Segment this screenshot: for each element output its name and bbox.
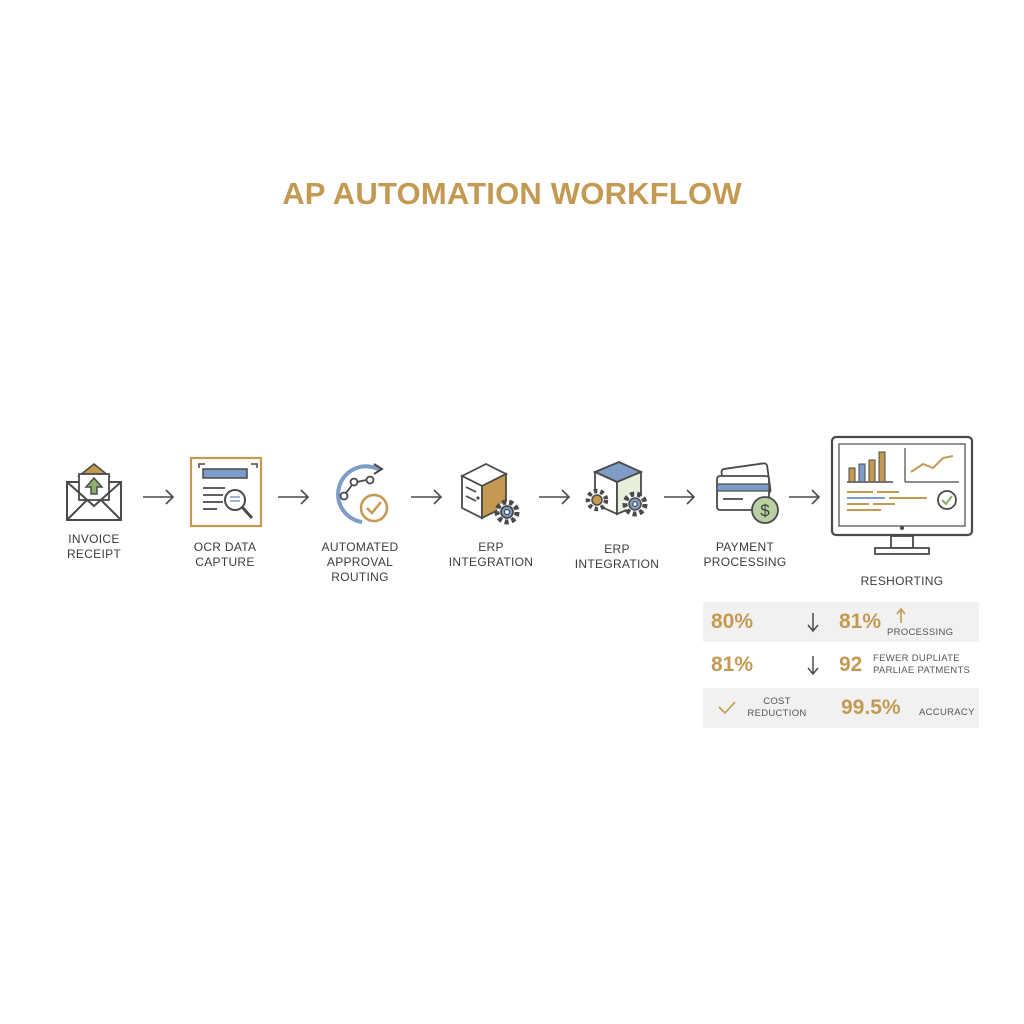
flow-arrow-icon: [143, 489, 175, 505]
cube-gears-icon: [585, 461, 648, 517]
step-label-line: ROUTING: [331, 570, 389, 584]
metric-row: 80% 81% PROCESSING: [703, 602, 979, 642]
step-label-line: PROCESSING: [703, 555, 787, 569]
step-label-line: PAYMENT: [715, 540, 775, 554]
arrow-down-icon: [807, 613, 819, 633]
metric-row: 81% 92 FEWER DUPLIATE PARLIAE PATMENTS: [703, 645, 979, 685]
step-label-line: RESHORTING: [860, 574, 944, 588]
metric-value: 80%: [711, 610, 754, 633]
metric-value: 99.5%: [841, 696, 901, 719]
metric-label: ACCURACY: [919, 707, 975, 718]
step-reporting: RESHORTING: [828, 434, 976, 589]
metrics-panel: 80% 81% PROCESSING 81% 92 FEWER DUPLIATE…: [703, 602, 979, 731]
svg-text:$: $: [760, 501, 770, 520]
step-label-line: INTEGRATION: [574, 557, 660, 571]
step-label-line: APPROVAL: [326, 555, 394, 569]
metric-label: COST: [763, 696, 791, 707]
step-label-line: AUTOMATED: [321, 540, 399, 554]
step-label-line: INVOICE: [68, 532, 120, 546]
metric-value: 81%: [711, 653, 754, 676]
step-label-line: CAPTURE: [195, 555, 255, 569]
step-label-line: INTEGRATION: [448, 555, 534, 569]
step-label-line: ERP: [478, 540, 504, 554]
diagram-title: AP AUTOMATION WORKFLOW: [282, 176, 742, 211]
metric-label: REDUCTION: [747, 708, 807, 719]
step-label-line: RECEIPT: [66, 547, 122, 561]
monitor-dashboard-icon: [830, 435, 974, 555]
metric-label: PARLIAE PATMENTS: [873, 665, 971, 676]
metric-value: 92: [839, 653, 863, 676]
metric-label: PROCESSING: [887, 627, 954, 638]
flow-arrow-icon: [539, 489, 571, 505]
flow-arrow-icon: [789, 489, 821, 505]
document-scan-icon: [189, 456, 263, 528]
server-gear-icon: [459, 462, 520, 525]
flow-arrow-icon: [411, 489, 443, 505]
step-label-line: ERP: [604, 542, 630, 556]
checkmark-icon: [718, 701, 736, 715]
flow-arrow-icon: [664, 489, 696, 505]
metric-value: 81%: [839, 610, 882, 633]
envelope-invoice-icon: [66, 463, 122, 521]
step-label-line: OCR DATA: [193, 540, 257, 554]
approval-cycle-icon: [336, 463, 389, 524]
metric-row: COST REDUCTION 99.5% ACCURACY: [703, 688, 979, 728]
metric-label: FEWER DUPLIATE: [873, 653, 960, 664]
flow-arrow-icon: [278, 489, 310, 505]
card-payment-icon: $: [716, 462, 779, 524]
arrow-down-icon: [807, 656, 819, 676]
arrow-up-icon: [896, 608, 906, 623]
